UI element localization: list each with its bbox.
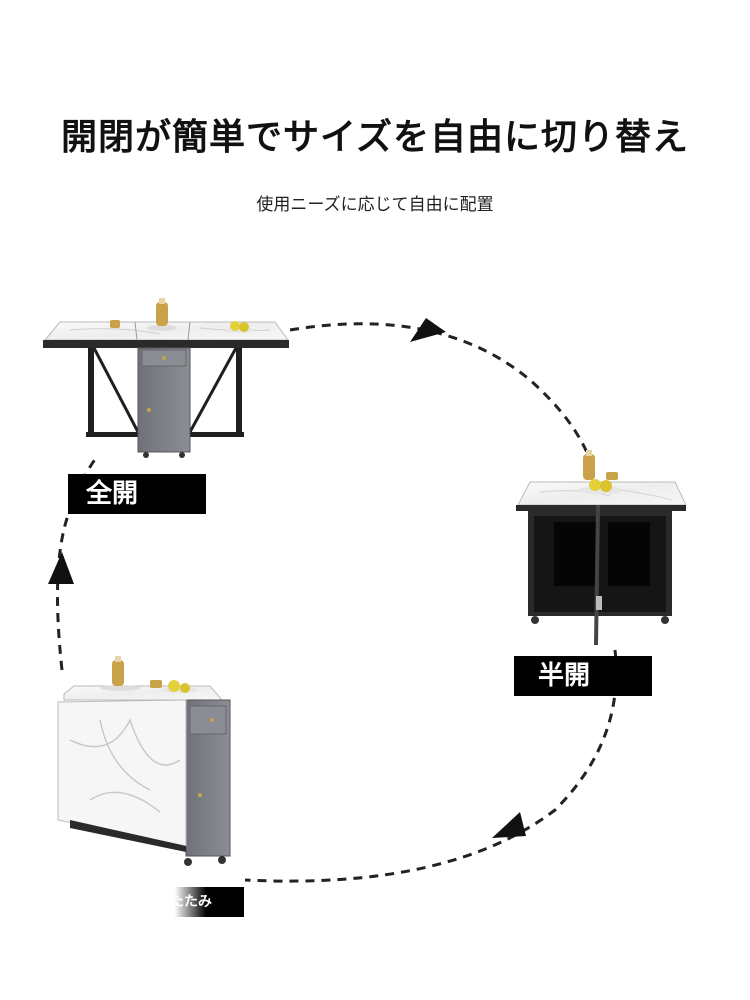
page-title: 開閉が簡単でサイズを自由に切り替え [61,117,689,158]
label-half-open: 半開 [514,656,652,696]
page-subtitle: 使用ニーズに応じて自由に配置 [256,195,494,215]
label-full-open: 全開 [68,474,206,514]
arc-full-to-half [289,322,592,461]
table-half-open-illustration [516,450,687,646]
table-folded-illustration [57,656,231,866]
arrowhead-right-icon [410,318,446,342]
arrowhead-down-left-icon [492,812,526,838]
label-fully-folded: 全折りたたみ [118,887,244,917]
arrowhead-up-icon [48,552,74,584]
arc-half-to-folded [244,649,618,883]
table-full-open-illustration [43,298,289,458]
arrowheads [48,318,526,838]
